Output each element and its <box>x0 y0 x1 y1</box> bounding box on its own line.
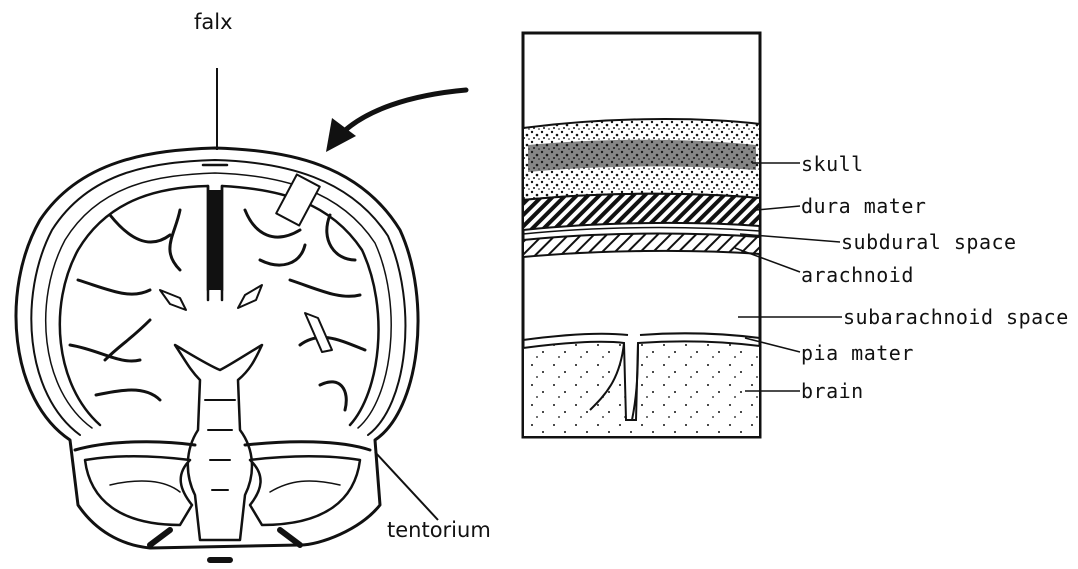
falx-shading <box>209 190 221 290</box>
skull-label: skull <box>801 154 864 174</box>
falx-label: falx <box>194 12 233 33</box>
brain-layer <box>523 341 760 437</box>
subdural-space-label: subdural space <box>841 232 1017 252</box>
arachnoid-label: arachnoid <box>801 265 914 285</box>
pia-mater-label: pia mater <box>801 343 914 363</box>
tentorium-label: tentorium <box>387 520 491 541</box>
brain-label: brain <box>801 381 864 401</box>
zoom-arrow <box>326 90 466 152</box>
coronal-brain-section <box>16 148 418 560</box>
tentorium-pointer-line <box>375 452 438 520</box>
dura-leader <box>756 206 800 210</box>
subarachnoid-space-label: subarachnoid space <box>843 307 1069 327</box>
dura-mater-label: dura mater <box>801 196 926 216</box>
meninges-inset <box>523 33 760 437</box>
